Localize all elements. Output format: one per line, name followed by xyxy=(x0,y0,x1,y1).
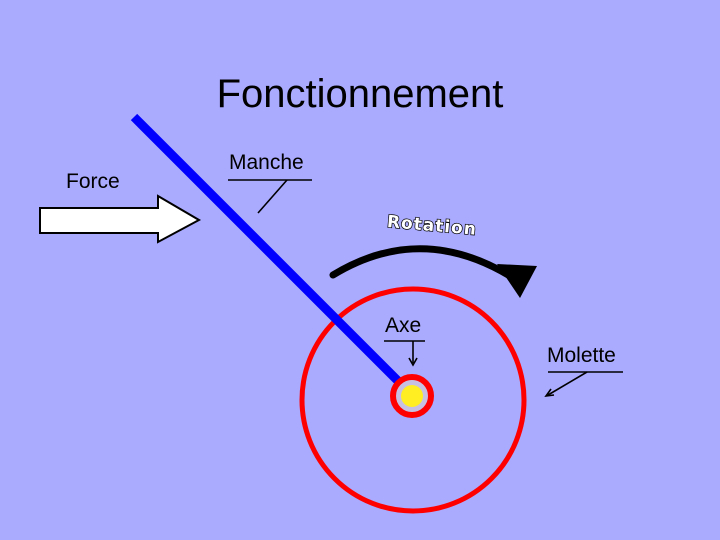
axe-pointer xyxy=(384,340,425,367)
force-arrow xyxy=(39,194,202,244)
molette-label: Molette xyxy=(547,344,616,367)
force-label: Force xyxy=(66,170,120,193)
rotation-arrow xyxy=(329,245,537,298)
molette-pointer xyxy=(544,371,623,398)
manche-label: Manche xyxy=(229,151,304,174)
slide-title: Fonctionnement xyxy=(216,72,504,116)
manche-pointer xyxy=(228,179,312,214)
axe-axle xyxy=(390,374,434,418)
molette-wheel xyxy=(299,286,527,514)
axe-label: Axe xyxy=(385,314,422,337)
manche-handle xyxy=(130,113,411,394)
